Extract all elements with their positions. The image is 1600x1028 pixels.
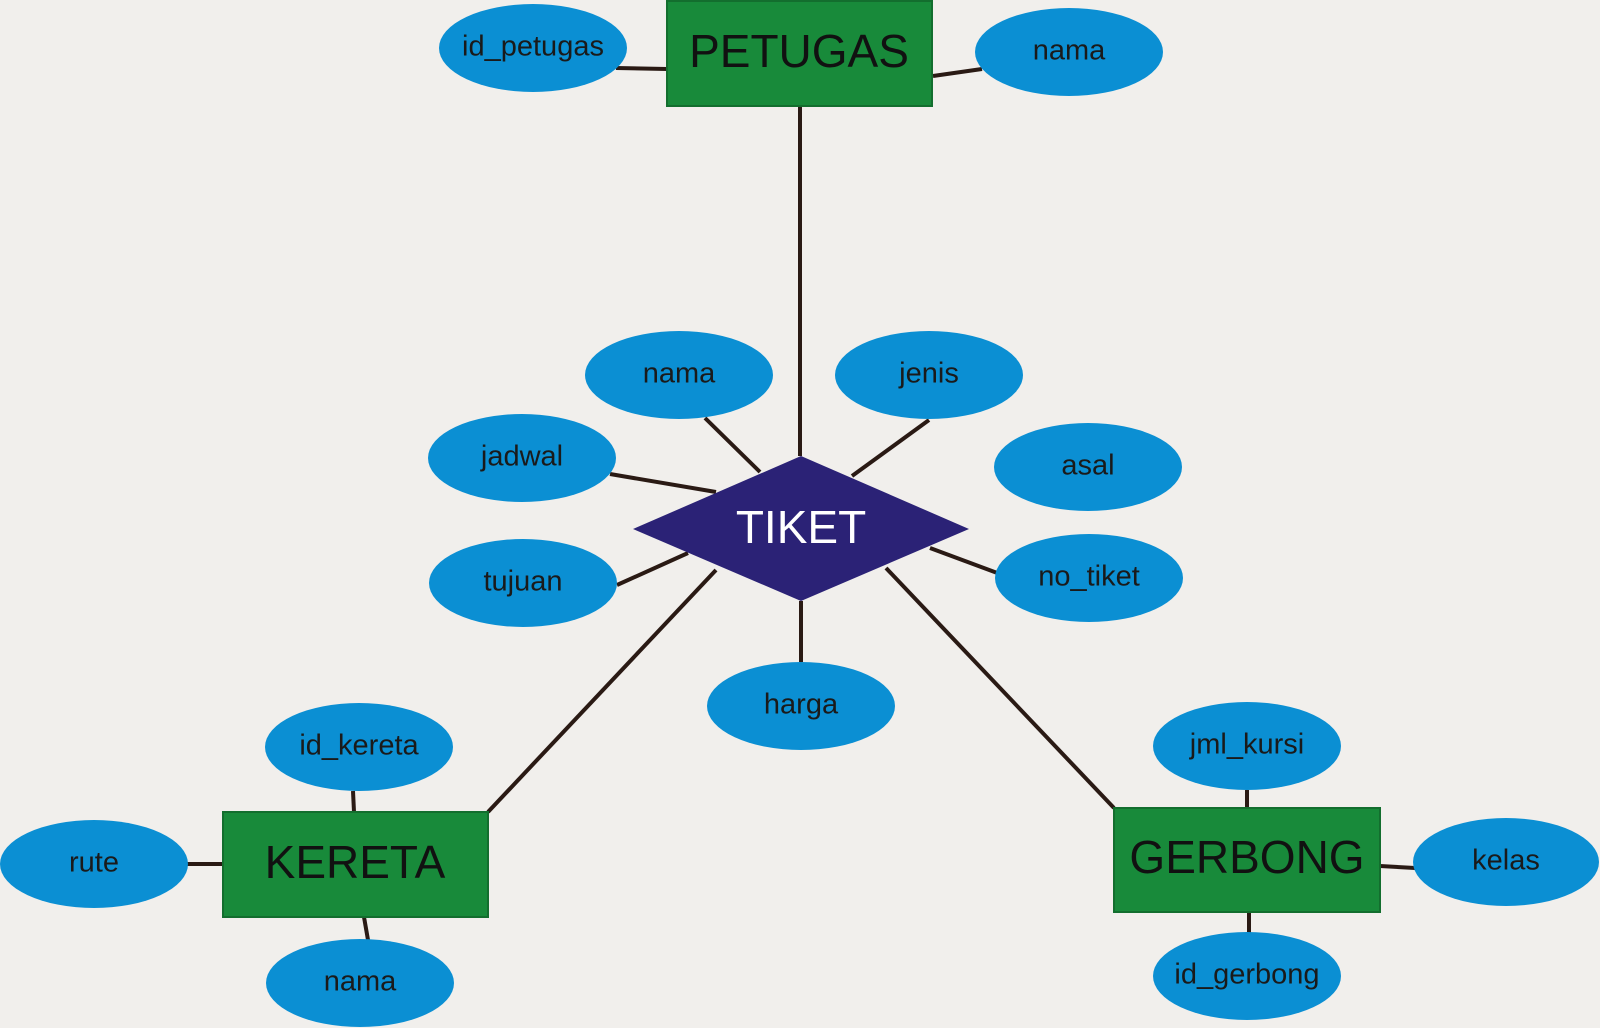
attribute-label: jenis [898, 358, 959, 390]
entity-box [222, 811, 489, 918]
entity-box [1113, 807, 1381, 913]
attribute-ellipse [1413, 818, 1599, 906]
attribute-tiket-no-tiket: no_tiket [995, 534, 1183, 622]
attribute-id-kereta: id_kereta [265, 703, 453, 791]
attribute-ellipse [265, 703, 453, 791]
attribute-label: jml_kursi [1189, 729, 1304, 761]
attribute-label: id_petugas [462, 31, 604, 63]
line-kereta-id [351, 790, 356, 813]
line-tiket-jenis [850, 418, 931, 478]
line-tiket-tujuan [616, 551, 689, 587]
entity-label: KERETA [265, 836, 446, 888]
attribute-kereta-nama: nama [266, 939, 454, 1027]
attribute-ellipse [266, 939, 454, 1027]
attribute-label: harga [764, 689, 839, 721]
line-gerbong-kelas [1379, 864, 1416, 870]
attribute-tiket-nama: nama [585, 331, 773, 419]
attribute-ellipse [1153, 702, 1341, 790]
attribute-gerbong-kelas: kelas [1413, 818, 1599, 906]
line-tiket-jadwal [609, 472, 717, 494]
attribute-ellipse [585, 331, 773, 419]
relationship-label: TIKET [736, 501, 866, 553]
entity-petugas: PETUGAS [666, 0, 933, 107]
attribute-ellipse [994, 423, 1182, 511]
relationship-tiket: TIKET [633, 456, 969, 601]
attribute-ellipse [428, 414, 616, 502]
line-petugas-nama [932, 67, 983, 78]
line-gerbong-tiket [884, 566, 1116, 810]
attribute-ellipse [1153, 932, 1341, 1020]
line-tiket-no-tiket [929, 546, 1001, 576]
attribute-label: id_gerbong [1174, 959, 1319, 991]
attribute-label: kelas [1472, 845, 1540, 877]
attribute-label: jadwal [480, 441, 563, 473]
relationship-diamond [633, 456, 969, 601]
attribute-tiket-tujuan: tujuan [429, 539, 617, 627]
line-petugas-id [615, 66, 668, 71]
attribute-ellipse [707, 662, 895, 750]
attribute-ellipse [835, 331, 1023, 419]
attribute-id-petugas: id_petugas [439, 4, 627, 92]
attribute-label: nama [1033, 35, 1106, 67]
attribute-label: id_kereta [299, 730, 419, 762]
attribute-tiket-harga: harga [707, 662, 895, 750]
attribute-tiket-jadwal: jadwal [428, 414, 616, 502]
line-kereta-tiket [486, 568, 718, 814]
attribute-label: tujuan [483, 566, 562, 598]
attribute-tiket-asal: asal [994, 423, 1182, 511]
attribute-label: no_tiket [1038, 561, 1140, 593]
attribute-petugas-nama: nama [975, 8, 1163, 96]
entity-gerbong: GERBONG [1113, 807, 1381, 913]
attribute-ellipse [975, 8, 1163, 96]
attribute-label: asal [1061, 450, 1114, 482]
attribute-ellipse [0, 820, 188, 908]
attribute-label: rute [69, 847, 119, 879]
connector-lines [186, 66, 1416, 941]
attribute-ellipse [995, 534, 1183, 622]
entity-box [666, 0, 933, 107]
entity-label: PETUGAS [689, 25, 909, 77]
attribute-kereta-rute: rute [0, 820, 188, 908]
attribute-jml-kursi: jml_kursi [1153, 702, 1341, 790]
attribute-ellipse [429, 539, 617, 627]
attribute-ellipse [439, 4, 627, 92]
attribute-tiket-jenis: jenis [835, 331, 1023, 419]
attribute-label: nama [643, 358, 716, 390]
attribute-label: nama [324, 966, 397, 998]
attribute-id-gerbong: id_gerbong [1153, 932, 1341, 1020]
entity-label: GERBONG [1129, 831, 1364, 883]
line-tiket-nama [703, 416, 762, 474]
line-kereta-nama [362, 916, 370, 941]
entity-kereta: KERETA [222, 811, 489, 918]
